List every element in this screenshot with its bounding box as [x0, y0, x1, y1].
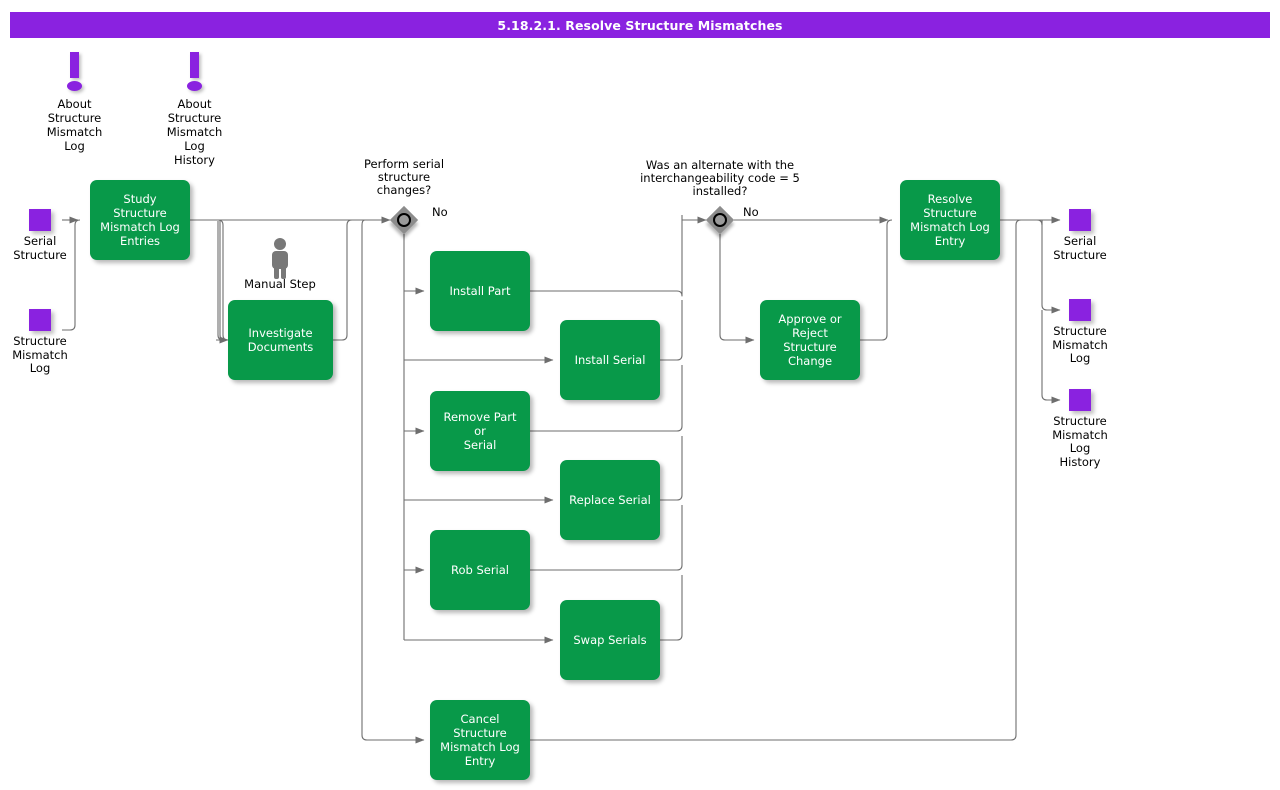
- page-title: 5.18.2.1. Resolve Structure Mismatches: [10, 12, 1270, 38]
- note-label: About Structure Mismatch Log: [46, 97, 103, 153]
- decision-alternate-interchangeability-code-question: Was an alternate with the interchangeabi…: [640, 158, 800, 198]
- terminal-square-icon: [29, 209, 51, 231]
- input-serial-structure[interactable]: Serial Structure: [13, 209, 67, 261]
- process-resolve-structure-mismatch-log-entry[interactable]: Resolve Structure Mismatch Log Entry: [900, 180, 1000, 260]
- decision-ring-icon: [713, 213, 727, 227]
- process-cancel-structure-mismatch-log-entry[interactable]: Cancel Structure Mismatch Log Entry: [430, 700, 530, 780]
- terminal-label: Structure Mismatch Log: [12, 334, 68, 375]
- terminal-square-icon: [1069, 299, 1091, 321]
- decision-perform-serial-structure-changes[interactable]: [389, 205, 419, 235]
- output-structure-mismatch-log-history[interactable]: Structure Mismatch Log History: [1052, 389, 1108, 468]
- process-approve-or-reject-structure-change[interactable]: Approve or Reject Structure Change: [760, 300, 860, 380]
- decision-1-branch-no-label: No: [432, 205, 448, 219]
- exclamation-dot-icon: [187, 81, 202, 91]
- terminal-label: Structure Mismatch Log: [1052, 324, 1108, 365]
- manual-step-label: Manual Step: [244, 277, 316, 291]
- process-remove-part-or-serial[interactable]: Remove Part or Serial: [430, 391, 530, 471]
- output-structure-mismatch-log[interactable]: Structure Mismatch Log: [1052, 299, 1108, 365]
- note-label: About Structure Mismatch Log History: [166, 97, 223, 167]
- person-icon: [272, 238, 288, 279]
- process-install-serial[interactable]: Install Serial: [560, 320, 660, 400]
- manual-step-actor: Manual Step: [244, 237, 316, 291]
- process-swap-serials[interactable]: Swap Serials: [560, 600, 660, 680]
- terminal-square-icon: [29, 309, 51, 331]
- exclamation-dot-icon: [67, 81, 82, 91]
- decision-2-branch-no-label: No: [743, 205, 759, 219]
- decision-alternate-interchangeability-code[interactable]: [705, 205, 735, 235]
- process-study-structure-mismatch-log-entries[interactable]: Study Structure Mismatch Log Entries: [90, 180, 190, 260]
- output-serial-structure[interactable]: Serial Structure: [1053, 209, 1107, 261]
- terminal-square-icon: [1069, 209, 1091, 231]
- process-replace-serial[interactable]: Replace Serial: [560, 460, 660, 540]
- terminal-square-icon: [1069, 389, 1091, 411]
- process-install-part[interactable]: Install Part: [430, 251, 530, 331]
- decision-perform-serial-structure-changes-question: Perform serial structure changes?: [363, 157, 445, 197]
- decision-ring-icon: [397, 213, 411, 227]
- terminal-label: Serial Structure: [1053, 234, 1107, 262]
- exclamation-icon: [190, 52, 199, 78]
- process-investigate-documents[interactable]: Investigate Documents: [228, 300, 333, 380]
- process-rob-serial[interactable]: Rob Serial: [430, 530, 530, 610]
- input-structure-mismatch-log[interactable]: Structure Mismatch Log: [12, 309, 68, 375]
- terminal-label: Serial Structure: [13, 234, 67, 262]
- terminal-label: Structure Mismatch Log History: [1052, 414, 1108, 469]
- exclamation-icon: [70, 52, 79, 78]
